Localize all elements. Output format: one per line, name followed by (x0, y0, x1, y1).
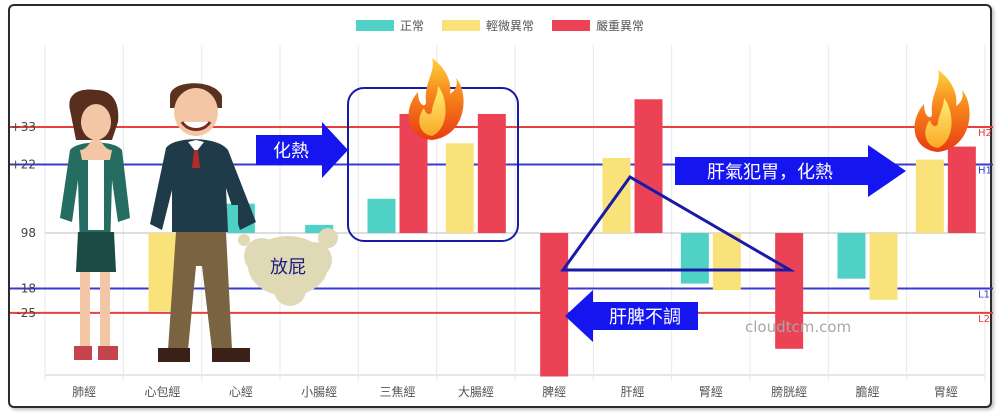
bar-2-9[interactable] (775, 233, 804, 349)
woman-figure-illustration (60, 89, 130, 360)
bar-2-5[interactable] (477, 113, 506, 233)
bar-1-10[interactable] (869, 233, 898, 300)
bar-0-3[interactable] (305, 224, 334, 233)
legend-item-normal[interactable]: 正常 (355, 17, 424, 34)
man-figure-illustration (150, 83, 256, 362)
x-tick-label: 膀胱經 (771, 384, 807, 399)
legend-label-normal: 正常 (399, 19, 424, 33)
x-tick-label: 胃經 (934, 385, 958, 399)
bar-2-7[interactable] (634, 99, 663, 234)
bar-0-4[interactable] (367, 198, 396, 233)
y-tick-label: -18 (16, 281, 36, 295)
triangle-annotation (560, 175, 796, 272)
threshold-label-L2: L2 (978, 314, 990, 325)
watermark-text: cloudtcm.com (745, 318, 851, 336)
gas-cloud-icon: 放屁 (238, 228, 338, 306)
bar-0-8[interactable] (680, 233, 709, 284)
x-tick-label: 肺經 (72, 385, 96, 399)
arrow-ganqi: 肝氣犯胃，化熱 (675, 145, 906, 197)
bar-1-11[interactable] (915, 159, 944, 233)
x-tick-label: 膽經 (855, 384, 879, 399)
threshold-label-H2: H2 (978, 128, 992, 139)
legend-item-mild[interactable]: 輕微異常 (441, 17, 534, 34)
partial-bar-xin-normal (232, 205, 238, 233)
bar-0-10[interactable] (837, 233, 866, 279)
bar-2-11[interactable] (947, 146, 976, 233)
arrow-ganpi-label: 肝脾不調 (609, 307, 681, 328)
y-tick-label: +33 (11, 120, 36, 134)
bar-2-6[interactable] (540, 233, 569, 377)
y-tick-label: +22 (11, 158, 36, 172)
arrow-huare-label: 化熱 (273, 141, 309, 162)
x-tick-label: 腎經 (699, 385, 723, 399)
bar-1-8[interactable] (712, 233, 741, 291)
legend-label-mild: 輕微異常 (485, 19, 534, 33)
legend-item-severe[interactable]: 嚴重異常 (552, 17, 644, 34)
bar-1-5[interactable] (445, 143, 474, 233)
legend-swatch-mild (441, 20, 480, 31)
arrow-ganpi: 肝脾不調 (565, 290, 698, 342)
x-tick-label: 脾經 (542, 384, 566, 399)
threshold-label-H1: H1 (978, 166, 992, 177)
bars-layer (148, 99, 976, 377)
legend-label-severe: 嚴重異常 (596, 19, 645, 33)
x-tick-label: 三焦經 (379, 385, 415, 399)
gas-cloud-label: 放屁 (270, 257, 306, 278)
x-tick-label: 大腸經 (458, 385, 494, 399)
legend-swatch-severe (552, 20, 590, 31)
arrow-ganqi-label: 肝氣犯胃，化熱 (707, 162, 833, 183)
flame-icon-2 (914, 70, 970, 152)
y-tick-label: -25 (16, 306, 36, 320)
legend-swatch-normal (355, 20, 394, 31)
arrow-huare: 化熱 (256, 122, 348, 178)
tick-labels: 肺經 心包經 心經 小腸經 三焦經 大腸經 脾經 肝經 腎經 膀胱經 膽經 胃經 +33 +22 98 -18… (11, 120, 958, 399)
x-tick-label: 心包經 (144, 385, 180, 399)
x-tick-label: 心經 (229, 385, 253, 399)
flame-icon-1 (408, 58, 464, 140)
y-tick-label: 98 (21, 226, 36, 240)
threshold-label-L1: L1 (978, 289, 990, 300)
x-tick-label: 小腸經 (301, 385, 337, 399)
x-tick-label: 肝經 (620, 385, 644, 399)
chart-legend: 正常 輕微異常 嚴重異常 (0, 17, 1000, 34)
